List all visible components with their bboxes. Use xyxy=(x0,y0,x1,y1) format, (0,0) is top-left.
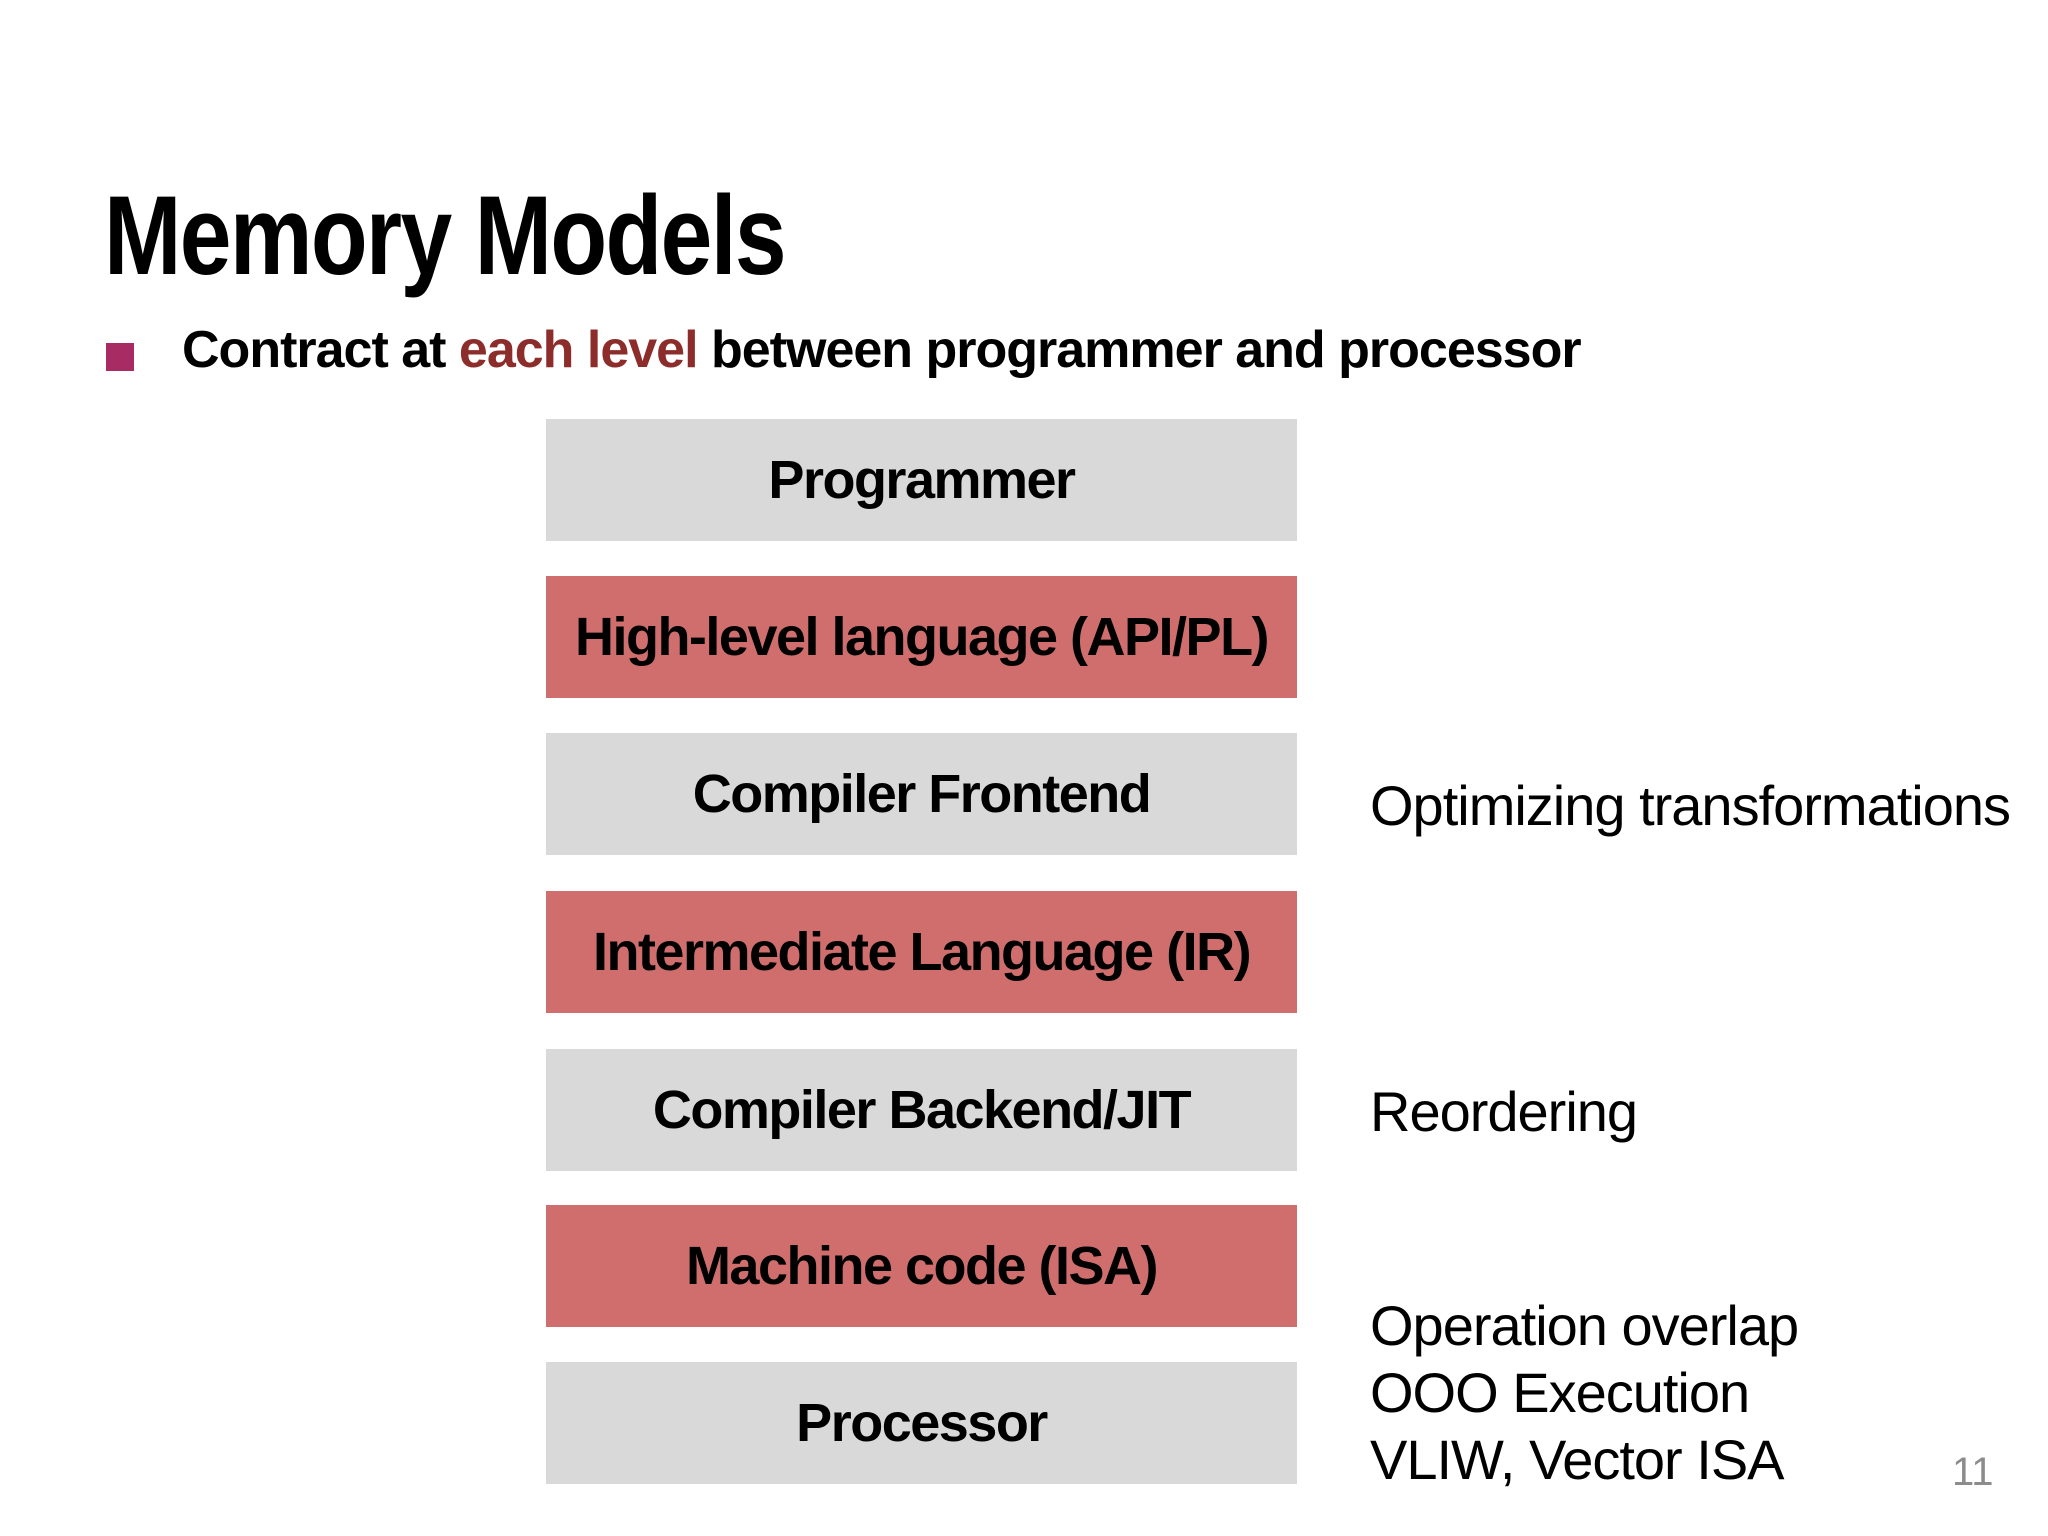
stack-box-intermediate-language: Intermediate Language (IR) xyxy=(546,891,1297,1013)
stack-box-label: Processor xyxy=(796,1393,1048,1453)
bullet-text-prefix: Contract at xyxy=(182,321,459,379)
stack-box-high-level-language: High-level language (API/PL) xyxy=(546,576,1297,698)
page-number: 11 xyxy=(1952,1450,1994,1494)
bullet-square-icon xyxy=(106,343,134,371)
stack-box-processor: Processor xyxy=(546,1362,1297,1484)
stack-box-label: Machine code (ISA) xyxy=(685,1236,1159,1296)
stack-box-programmer: Programmer xyxy=(546,419,1297,541)
bullet-line: Contract at each level between programme… xyxy=(182,321,1582,379)
stack-box-label: Compiler Frontend xyxy=(692,764,1152,824)
annotation-processor-block: Operation overlap OOO Execution VLIW, Ve… xyxy=(1370,1292,1799,1493)
annotation-optimizing-transformations: Optimizing transformations xyxy=(1370,774,2011,837)
bullet-text-suffix: between programmer and processor xyxy=(697,321,1582,379)
stack-box-label: High-level language (API/PL) xyxy=(574,607,1270,667)
stack-box-label: Programmer xyxy=(768,450,1076,510)
annotation-ooo-execution: OOO Execution xyxy=(1370,1361,1750,1424)
bullet-text-highlight: each level xyxy=(458,321,699,379)
annotation-operation-overlap: Operation overlap xyxy=(1370,1294,1799,1357)
stack-box-label: Intermediate Language (IR) xyxy=(592,922,1252,982)
stack-box-compiler-frontend: Compiler Frontend xyxy=(546,733,1297,855)
stack-box-machine-code: Machine code (ISA) xyxy=(546,1205,1297,1327)
annotation-reordering: Reordering xyxy=(1370,1080,1638,1143)
slide-title: Memory Models xyxy=(104,173,787,299)
stack-box-compiler-backend-jit: Compiler Backend/JIT xyxy=(546,1049,1297,1171)
annotation-vliw-vector-isa: VLIW, Vector ISA xyxy=(1370,1428,1785,1491)
stack-box-label: Compiler Backend/JIT xyxy=(652,1080,1192,1140)
